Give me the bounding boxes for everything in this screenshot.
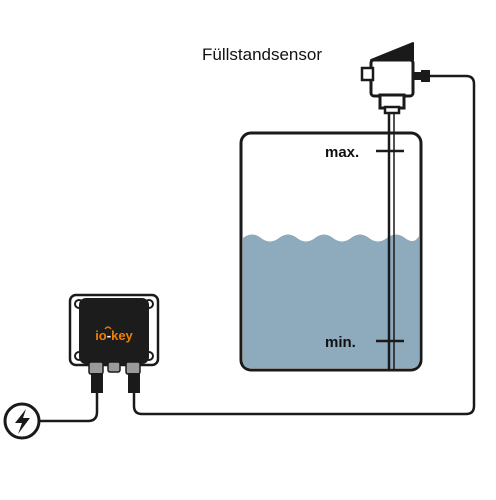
- power-cable: [39, 392, 99, 423]
- lightning-bolt-icon: [3, 402, 41, 440]
- io-key-logo-prefix: io: [95, 328, 107, 343]
- sensor-label: Füllstandsensor: [202, 45, 322, 64]
- io-key-logo-suffix: key: [111, 328, 133, 343]
- level-sensor-icon: [360, 42, 430, 115]
- io-key-device: io-key: [68, 293, 160, 393]
- max-level-label: max.: [325, 144, 359, 161]
- io-key-wave-icon: [104, 326, 112, 330]
- water-fill: [243, 234, 419, 368]
- io-key-logo-dash: -: [107, 328, 111, 343]
- sensor-cable: [132, 74, 476, 416]
- io-key-logo: io-key: [95, 328, 133, 343]
- min-level-label: min.: [325, 334, 356, 351]
